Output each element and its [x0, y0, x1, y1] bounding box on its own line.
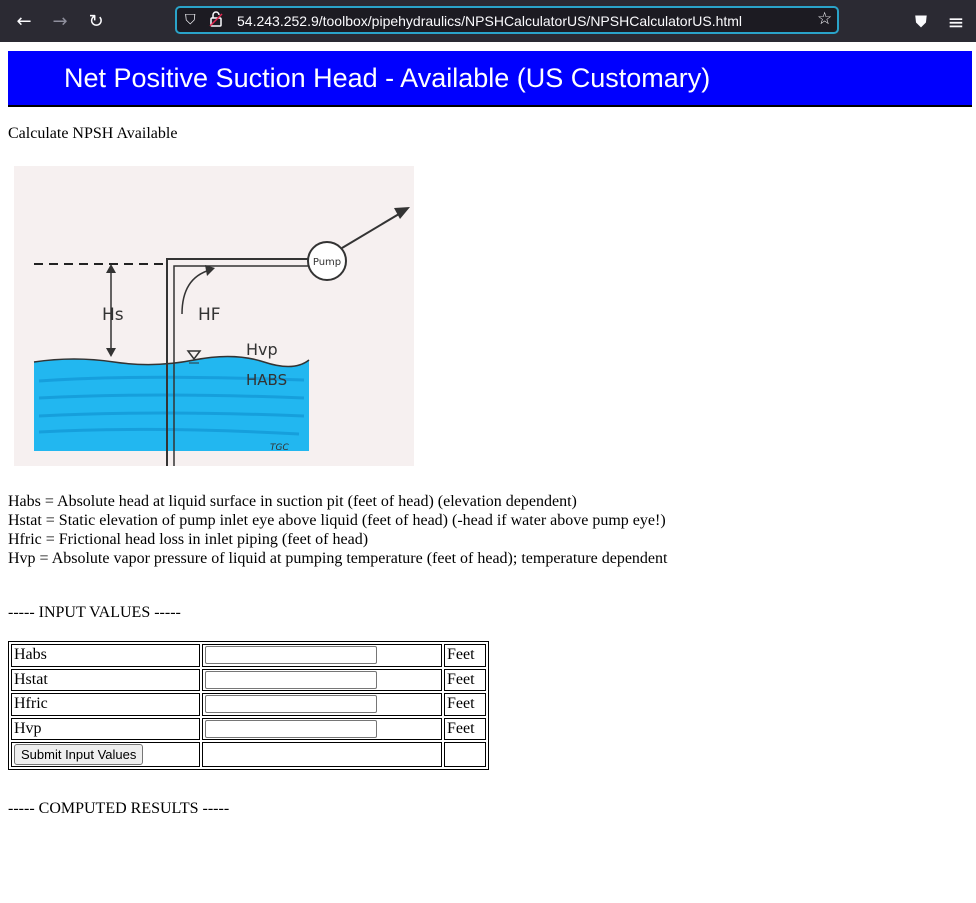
hs-arrow-up — [106, 264, 116, 273]
hvp-input[interactable] — [205, 719, 377, 738]
submit-cell: Submit Input Values — [11, 742, 200, 767]
input-cell-habs — [202, 644, 442, 667]
page-header: Net Positive Suction Head - Available (U… — [8, 51, 972, 107]
input-label-hstat: Hstat — [11, 668, 200, 691]
input-cell-hvp — [202, 717, 442, 740]
insecure-lock-icon — [209, 11, 223, 27]
input-row-hstat: Hstat Feet — [11, 668, 486, 691]
definition-habs: Habs = Absolute head at liquid surface i… — [8, 493, 577, 510]
input-unit-hvp: Feet — [444, 717, 486, 740]
hs-arrow-down — [106, 348, 116, 357]
url-text[interactable]: 54.243.252.9/toolbox/pipehydraulics/NPSH… — [237, 13, 743, 29]
habs-input[interactable] — [205, 646, 377, 664]
input-unit-habs: Feet — [444, 644, 486, 667]
input-row-hfric: Hfric Feet — [11, 693, 486, 716]
definition-hstat: Hstat = Static elevation of pump inlet e… — [8, 512, 666, 529]
intro-text: Calculate NPSH Available — [8, 125, 178, 142]
menu-icon[interactable]: ≡ — [947, 10, 965, 34]
surface-marker-icon — [186, 350, 202, 361]
computed-results-heading: ----- COMPUTED RESULTS ----- — [8, 800, 230, 817]
hf-arrowhead — [205, 265, 215, 276]
input-row-habs: Habs Feet — [11, 644, 486, 667]
input-label-hfric: Hfric — [11, 693, 200, 716]
hf-flow-arrow — [181, 269, 211, 315]
water-body — [34, 356, 309, 451]
hf-label: HF — [198, 305, 221, 325]
discharge-arrowhead — [394, 207, 410, 219]
input-row-hvp: Hvp Feet — [11, 717, 486, 740]
submit-input-values-button[interactable]: Submit Input Values — [14, 744, 144, 765]
hstat-input[interactable] — [205, 670, 377, 689]
water-streaks — [38, 375, 305, 436]
browser-toolbar: ← → ↻ ⛉ 54.243.252.9/toolbox/pipehydraul… — [0, 0, 976, 42]
lock-icon[interactable] — [209, 11, 223, 32]
diagram-signature: TGC — [270, 443, 289, 453]
input-values-heading: ----- INPUT VALUES ----- — [8, 604, 181, 621]
pump-circle — [307, 241, 347, 281]
forward-icon[interactable]: → — [52, 11, 68, 32]
page-title: Net Positive Suction Head - Available (U… — [64, 63, 711, 93]
empty-unit-cell — [444, 742, 486, 767]
hfric-input[interactable] — [205, 695, 377, 713]
hs-label: Hs — [102, 305, 124, 325]
definition-hfric: Hfric = Frictional head loss in inlet pi… — [8, 531, 369, 548]
input-unit-hstat: Feet — [444, 668, 486, 691]
input-cell-hstat — [202, 668, 442, 691]
submit-row: Submit Input Values — [11, 742, 486, 767]
habs-label: HABS — [246, 371, 287, 389]
input-table: Habs Feet Hstat Feet Hfric Feet Hvp Feet… — [8, 641, 489, 770]
variable-definitions: Habs = Absolute head at liquid surface i… — [8, 492, 667, 568]
back-icon[interactable]: ← — [16, 11, 32, 32]
pump-label: Pump — [313, 257, 341, 268]
suction-pipe-inner — [173, 265, 308, 466]
definition-hvp: Hvp = Absolute vapor pressure of liquid … — [8, 550, 668, 567]
hvp-label: Hvp — [246, 340, 278, 359]
input-label-habs: Habs — [11, 644, 200, 667]
address-bar[interactable]: ⛉ 54.243.252.9/toolbox/pipehydraulics/NP… — [175, 6, 839, 34]
empty-cell — [202, 742, 442, 767]
input-unit-hfric: Feet — [444, 693, 486, 716]
pocket-icon[interactable]: ⛊ — [914, 12, 927, 31]
page-content: Net Positive Suction Head - Available (U… — [0, 42, 976, 903]
suction-pipe-outer — [166, 258, 308, 466]
input-label-hvp: Hvp — [11, 717, 200, 740]
shield-icon[interactable]: ⛉ — [185, 12, 196, 28]
reload-icon[interactable]: ↻ — [88, 11, 104, 32]
input-cell-hfric — [202, 693, 442, 716]
bookmark-star-icon[interactable]: ☆ — [817, 9, 833, 29]
discharge-line — [341, 210, 405, 249]
npsh-diagram: Pump Hs HF Hvp HABS TGC — [14, 166, 414, 466]
